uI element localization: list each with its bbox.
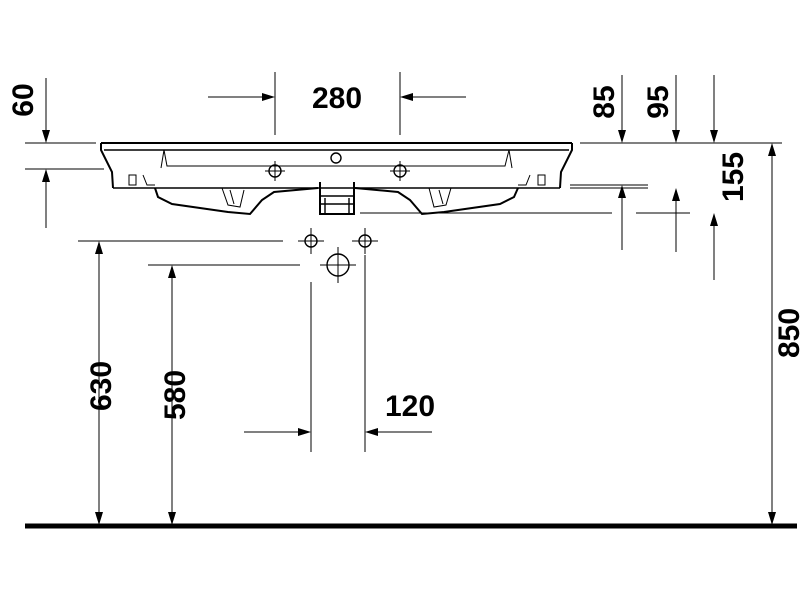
extension-lines	[25, 72, 782, 452]
basin-outline	[100, 142, 573, 216]
waste-connection-icon	[320, 247, 356, 283]
supply-connection-right-icon	[352, 228, 378, 254]
dim-label-850: 850	[773, 308, 800, 358]
dim-280-arrows	[208, 93, 466, 101]
dim-label-120: 120	[385, 390, 435, 423]
supply-connection-left-icon	[298, 228, 324, 254]
dim-label-60: 60	[7, 83, 40, 116]
dim-630-arrows	[95, 241, 103, 525]
dim-label-630: 630	[85, 361, 118, 411]
dim-850-arrows	[768, 143, 776, 525]
dim-60-arrows	[42, 78, 50, 228]
dim-label-85: 85	[588, 85, 621, 118]
dim-label-280: 280	[312, 82, 362, 115]
dim-95-arrows	[672, 75, 680, 252]
dim-label-95: 95	[642, 85, 675, 118]
dim-580-arrows	[168, 265, 176, 525]
dim-label-580: 580	[159, 370, 192, 420]
dim-85-arrows	[618, 75, 626, 250]
overflow-hole-icon	[330, 152, 342, 164]
tap-hole-right-icon	[390, 161, 410, 181]
dim-155-arrows	[710, 75, 718, 280]
tap-hole-left-icon	[265, 161, 285, 181]
dim-120-arrows	[244, 428, 432, 436]
dim-label-155: 155	[717, 152, 750, 202]
